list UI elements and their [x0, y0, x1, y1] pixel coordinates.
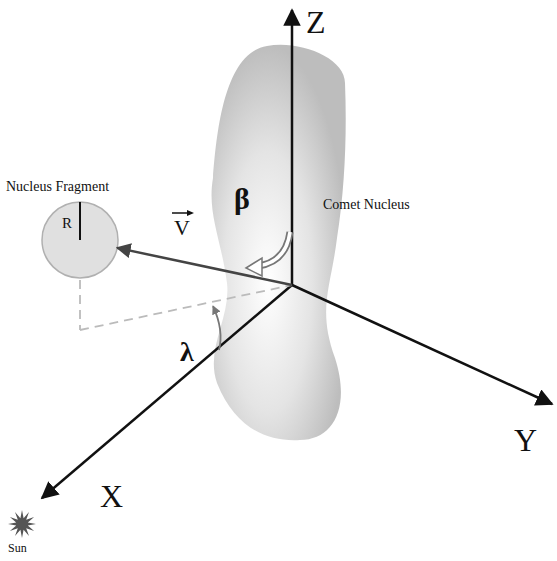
fragment-heading: Nucleus Fragment [6, 180, 109, 194]
angle-label: β [234, 184, 250, 214]
sun-symbol [8, 510, 36, 538]
axis-label: Y [514, 424, 537, 456]
vector-label: V [174, 217, 190, 239]
nucleus-label: Comet Nucleus [323, 198, 410, 212]
nucleus-shape-outline [205, 38, 425, 448]
angle-label: λ [180, 338, 194, 366]
fragment-circle: Nucleus FragmentR [4, 172, 134, 284]
nucleus-shape: Comet Nucleus [205, 38, 425, 448]
radius-label: R [62, 216, 72, 231]
coordinate-axes [42, 10, 552, 498]
sun-label: Sun [8, 542, 27, 554]
vector-arrow-mark [172, 210, 194, 216]
axis-label: X [100, 480, 123, 512]
axis-label: Z [306, 6, 326, 38]
